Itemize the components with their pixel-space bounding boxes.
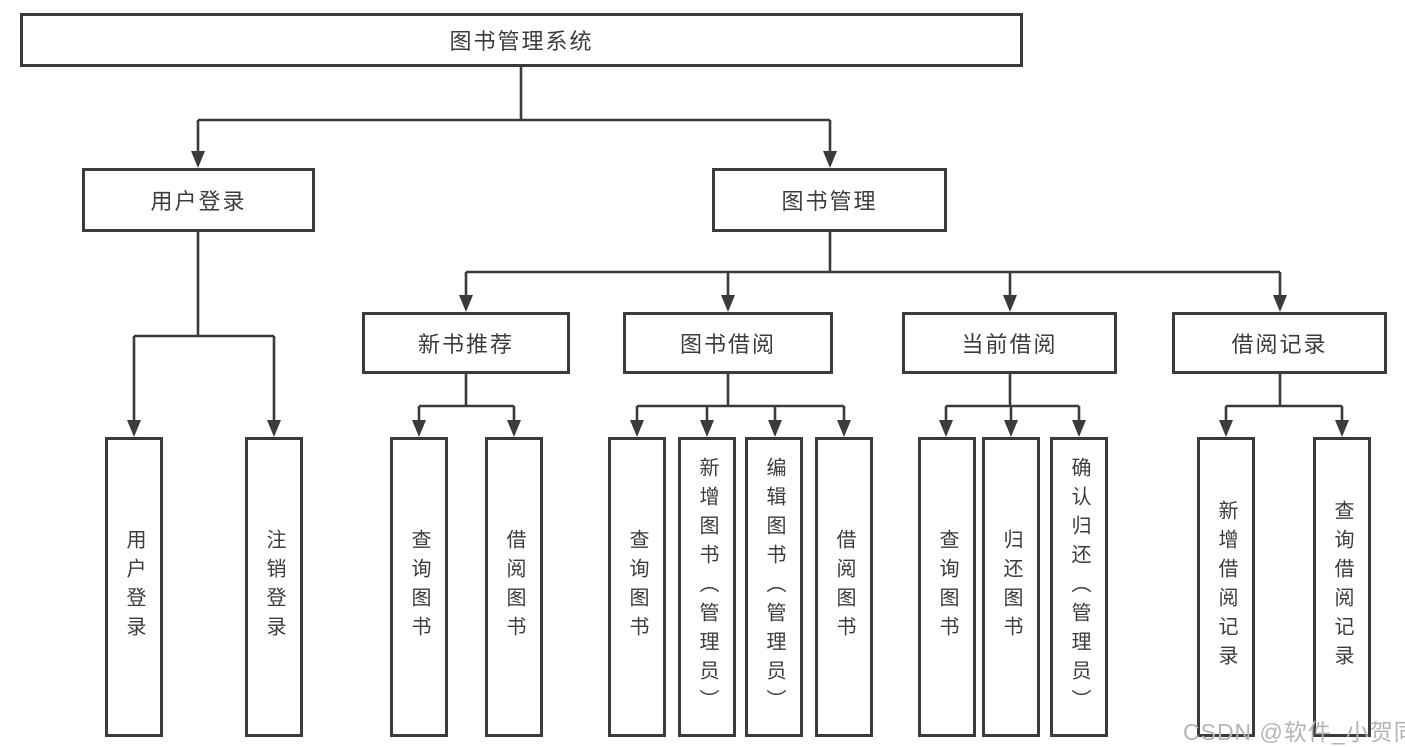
node-user-login: 用户登录 (82, 168, 315, 232)
node-current-borrow: 当前借阅 (902, 312, 1117, 374)
leaf-borrow-borrow-books: 借阅图书 (815, 437, 873, 737)
leaf-records-query-record: 查询借阅记录 (1313, 437, 1371, 737)
leaf-borrow-add-books-admin: 新增图书（管理员） (678, 437, 736, 737)
leaf-borrow-query-books: 查询图书 (608, 437, 666, 737)
leaf-logout: 注销登录 (245, 437, 303, 737)
node-library-system-label: 图书管理系统 (449, 29, 594, 54)
leaf-current-query-books-label: 查询图书 (936, 529, 958, 645)
leaf-newbook-borrow-books-label: 借阅图书 (503, 529, 525, 645)
node-new-book-recommend-label: 新书推荐 (417, 332, 514, 357)
watermark: CSDN @软件_小贺同学 (1183, 719, 1405, 745)
leaf-logout-label: 注销登录 (263, 529, 285, 645)
leaf-current-confirm-return-admin: 确认归还（管理员） (1050, 437, 1108, 737)
leaf-newbook-borrow-books: 借阅图书 (485, 437, 543, 737)
node-library-system: 图书管理系统 (20, 13, 1023, 67)
leaf-current-confirm-return-admin-label: 确认归还（管理员） (1068, 456, 1090, 718)
leaf-records-add-record: 新增借阅记录 (1197, 437, 1255, 737)
leaf-borrow-edit-books-admin-label: 编辑图书（管理员） (763, 456, 785, 718)
leaf-borrow-query-books-label: 查询图书 (626, 529, 648, 645)
node-borrow-records: 借阅记录 (1172, 312, 1387, 374)
leaf-records-query-record-label: 查询借阅记录 (1331, 500, 1353, 674)
leaf-current-return-books-label: 归还图书 (1000, 529, 1022, 645)
leaf-user-login: 用户登录 (105, 437, 163, 737)
leaf-current-query-books: 查询图书 (918, 437, 976, 737)
leaf-borrow-add-books-admin-label: 新增图书（管理员） (696, 456, 718, 718)
node-book-borrow-label: 图书借阅 (679, 332, 776, 357)
node-book-borrow: 图书借阅 (623, 312, 833, 374)
node-book-management-label: 图书管理 (781, 189, 878, 214)
node-current-borrow-label: 当前借阅 (961, 332, 1058, 357)
node-new-book-recommend: 新书推荐 (362, 312, 570, 374)
leaf-user-login-label: 用户登录 (123, 529, 145, 645)
leaf-current-return-books: 归还图书 (982, 437, 1040, 737)
node-borrow-records-label: 借阅记录 (1231, 332, 1328, 357)
leaf-newbook-query-books: 查询图书 (390, 437, 448, 737)
node-user-login-label: 用户登录 (150, 189, 247, 214)
leaf-borrow-borrow-books-label: 借阅图书 (833, 529, 855, 645)
leaf-newbook-query-books-label: 查询图书 (408, 529, 430, 645)
leaf-borrow-edit-books-admin: 编辑图书（管理员） (745, 437, 803, 737)
leaf-records-add-record-label: 新增借阅记录 (1215, 500, 1237, 674)
node-book-management: 图书管理 (712, 168, 947, 232)
